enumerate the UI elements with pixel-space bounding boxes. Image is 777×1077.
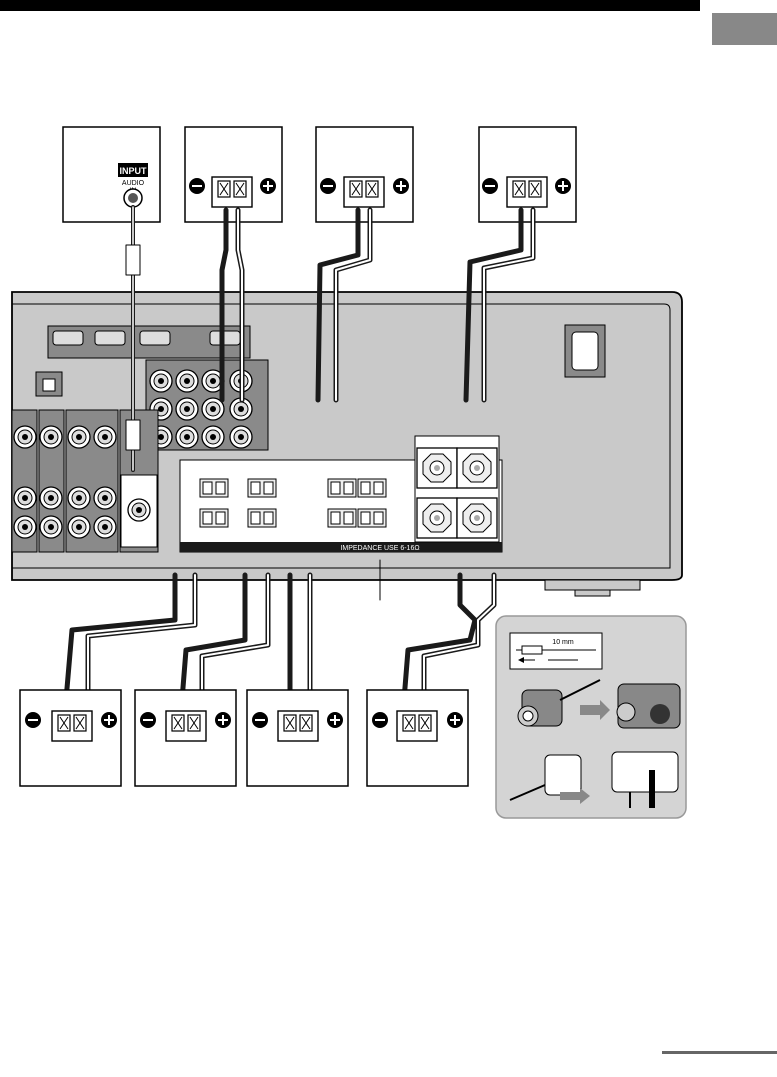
speaker-bottom-2 xyxy=(135,690,236,786)
impedance-label: IMPEDANCE USE 6-16Ω xyxy=(340,545,419,552)
receiver-rear-panel: IMPEDANCE USE 6-16Ω xyxy=(12,292,682,596)
speaker-top-3 xyxy=(479,127,576,222)
speaker-bottom-1 xyxy=(20,690,121,786)
strip-length-label: 10 mm xyxy=(552,639,574,646)
wire-prep-inset: 10 mm xyxy=(496,616,686,818)
speaker-top-2 xyxy=(316,127,413,222)
speaker-top-1 xyxy=(185,127,282,222)
subwoofer-input-label: INPUT xyxy=(120,166,148,176)
speaker-bottom-3 xyxy=(247,690,348,786)
speaker-bottom-4 xyxy=(367,690,468,786)
subwoofer-box: INPUT AUDIOIN xyxy=(63,127,160,222)
